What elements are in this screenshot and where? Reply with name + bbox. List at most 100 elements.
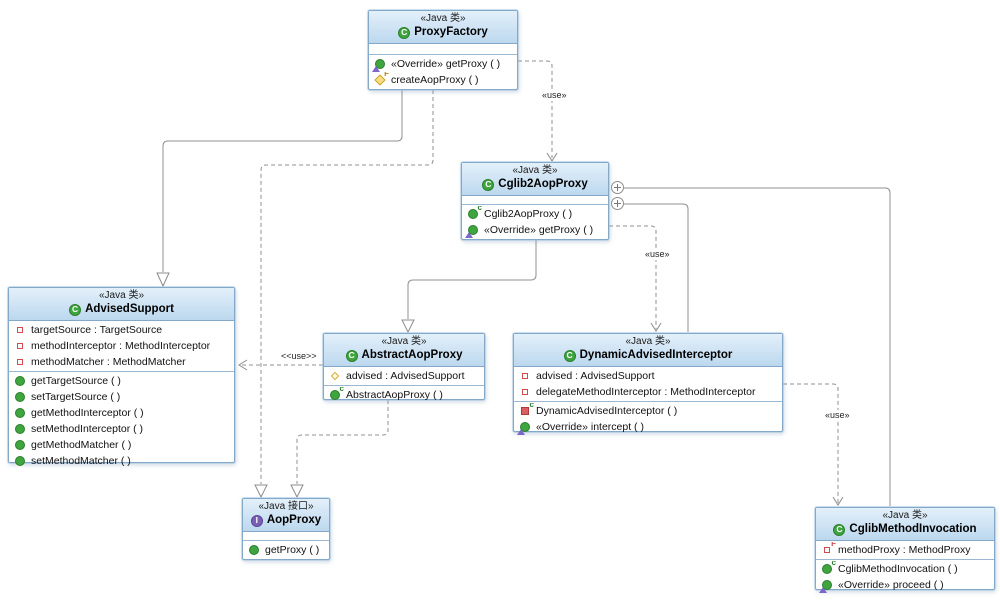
override-method-icon xyxy=(465,224,479,238)
field-row[interactable]: advised : AdvisedSupport xyxy=(514,368,782,384)
methods-section: Cglib2AopProxy ( ) «Override» getProxy (… xyxy=(462,205,608,239)
methods-section: getTargetSource ( ) setTargetSource ( ) … xyxy=(9,372,234,470)
class-box-proxyfactory[interactable]: «Java 类» ProxyFactory «Override» getProx… xyxy=(368,10,518,90)
private-field-icon xyxy=(14,356,26,368)
method-label: setTargetSource ( ) xyxy=(31,391,121,403)
edge-label-use: <<use>> xyxy=(280,351,318,362)
class-stereotype: «Java 类» xyxy=(420,13,466,24)
method-label: Cglib2AopProxy ( ) xyxy=(484,208,573,220)
expand-edge-button[interactable] xyxy=(611,197,624,210)
class-name: AdvisedSupport xyxy=(85,303,174,315)
method-row[interactable]: setMethodMatcher ( ) xyxy=(9,453,234,469)
class-header: «Java 类» Cglib2AopProxy xyxy=(462,163,608,196)
method-row[interactable]: createAopProxy ( ) xyxy=(369,72,517,88)
expand-edge-button[interactable] xyxy=(611,181,624,194)
method-label: CglibMethodInvocation ( ) xyxy=(838,563,958,575)
class-box-cglib2aopproxy[interactable]: «Java 类» Cglib2AopProxy Cglib2AopProxy (… xyxy=(461,162,609,240)
class-icon xyxy=(69,303,82,316)
method-row[interactable]: «Override» getProxy ( ) xyxy=(369,56,517,72)
class-box-aopproxy[interactable]: «Java 接口» AopProxy getProxy ( ) xyxy=(242,498,330,560)
method-row[interactable]: DynamicAdvisedInterceptor ( ) xyxy=(514,403,782,419)
method-row[interactable]: getProxy ( ) xyxy=(243,542,329,558)
class-icon xyxy=(345,349,358,362)
method-row[interactable]: getTargetSource ( ) xyxy=(9,373,234,389)
private-field-icon xyxy=(14,324,26,336)
method-label: «Override» getProxy ( ) xyxy=(484,224,594,236)
method-label: getMethodMatcher ( ) xyxy=(31,439,132,451)
fields-section-empty xyxy=(243,532,329,541)
edge-proxyfactory-uses-cglib2aopproxy xyxy=(518,60,553,158)
public-method-icon xyxy=(14,439,26,451)
class-box-dynamicadvisedinterceptor[interactable]: «Java 类» DynamicAdvisedInterceptor advis… xyxy=(513,333,783,435)
field-row[interactable]: methodInterceptor : MethodInterceptor xyxy=(9,338,234,354)
edge-proxyfactory-to-aopproxy xyxy=(260,90,434,484)
method-row[interactable]: setTargetSource ( ) xyxy=(9,389,234,405)
method-label: setMethodMatcher ( ) xyxy=(31,455,131,467)
method-label: getTargetSource ( ) xyxy=(31,375,121,387)
edge-cglib2aopproxy-to-dynamicadvisedinterceptor xyxy=(624,203,689,332)
method-row[interactable]: «Override» getProxy ( ) xyxy=(462,222,608,238)
methods-section: CglibMethodInvocation ( ) «Override» pro… xyxy=(816,560,994,594)
class-header: «Java 类» AdvisedSupport xyxy=(9,288,234,321)
edge-interceptor-uses-invocation xyxy=(783,383,839,503)
private-constructor-icon xyxy=(519,403,534,417)
class-icon xyxy=(833,523,846,536)
class-header: «Java 接口» AopProxy xyxy=(243,499,329,532)
method-label: createAopProxy ( ) xyxy=(391,74,479,86)
class-header: «Java 类» AbstractAopProxy xyxy=(324,334,484,367)
method-row[interactable]: AbstractAopProxy ( ) xyxy=(324,387,484,403)
methods-section: «Override» getProxy ( ) createAopProxy (… xyxy=(369,55,517,89)
public-method-icon xyxy=(14,455,26,467)
edge-cglib2aopproxy-extends-abstractaopproxy xyxy=(407,240,537,319)
override-method-icon xyxy=(517,421,531,435)
method-label: setMethodInterceptor ( ) xyxy=(31,423,144,435)
class-name: CglibMethodInvocation xyxy=(849,523,977,535)
class-box-cglibmethodinvocation[interactable]: «Java 类» CglibMethodInvocation methodPro… xyxy=(815,507,995,593)
open-arrowhead xyxy=(832,496,844,506)
open-arrowhead xyxy=(546,152,558,162)
method-label: «Override» proceed ( ) xyxy=(838,579,944,591)
method-row[interactable]: «Override» intercept ( ) xyxy=(514,419,782,435)
field-row[interactable]: targetSource : TargetSource xyxy=(9,322,234,338)
method-row[interactable]: «Override» proceed ( ) xyxy=(816,577,994,593)
class-stereotype: «Java 类» xyxy=(381,336,427,347)
hollow-triangle-arrowhead xyxy=(401,319,415,334)
field-row[interactable]: methodMatcher : MethodMatcher xyxy=(9,354,234,370)
class-stereotype: «Java 类» xyxy=(98,290,145,301)
field-row[interactable]: advised : AdvisedSupport xyxy=(324,368,484,384)
field-row[interactable]: delegateMethodInterceptor : MethodInterc… xyxy=(514,384,782,400)
field-label: advised : AdvisedSupport xyxy=(346,370,465,382)
class-stereotype: «Java 接口» xyxy=(258,501,314,512)
public-method-icon xyxy=(14,375,26,387)
class-name: AbstractAopProxy xyxy=(361,349,463,361)
class-stereotype: «Java 类» xyxy=(512,165,558,176)
hollow-triangle-arrowhead xyxy=(156,272,170,288)
field-row[interactable]: methodProxy : MethodProxy xyxy=(816,542,994,558)
class-name: DynamicAdvisedInterceptor xyxy=(579,349,733,361)
class-icon xyxy=(563,349,576,362)
method-row[interactable]: CglibMethodInvocation ( ) xyxy=(816,561,994,577)
protected-field-icon xyxy=(329,370,341,382)
class-box-advisedsupport[interactable]: «Java 类» AdvisedSupport targetSource : T… xyxy=(8,287,235,467)
method-row[interactable]: setMethodInterceptor ( ) xyxy=(9,421,234,437)
public-method-icon xyxy=(14,423,26,435)
field-label: delegateMethodInterceptor : MethodInterc… xyxy=(536,386,756,398)
method-label: getProxy ( ) xyxy=(265,544,320,556)
final-method-icon xyxy=(374,72,389,86)
method-label: DynamicAdvisedInterceptor ( ) xyxy=(536,405,678,417)
field-label: methodInterceptor : MethodInterceptor xyxy=(31,340,211,352)
fields-section: advised : AdvisedSupport delegateMethodI… xyxy=(514,367,782,402)
method-row[interactable]: getMethodInterceptor ( ) xyxy=(9,405,234,421)
class-box-abstractaopproxy[interactable]: «Java 类» AbstractAopProxy advised : Advi… xyxy=(323,333,485,403)
methods-section: getProxy ( ) xyxy=(243,541,329,559)
class-header: «Java 类» DynamicAdvisedInterceptor xyxy=(514,334,782,367)
method-label: «Override» getProxy ( ) xyxy=(391,58,501,70)
fields-section-empty xyxy=(369,44,517,55)
edge-cglib2aopproxy-uses-interceptor xyxy=(609,225,657,329)
class-header: «Java 类» ProxyFactory xyxy=(369,11,517,44)
class-stereotype: «Java 类» xyxy=(882,510,928,521)
method-row[interactable]: Cglib2AopProxy ( ) xyxy=(462,206,608,222)
method-row[interactable]: getMethodMatcher ( ) xyxy=(9,437,234,453)
fields-section: targetSource : TargetSource methodInterc… xyxy=(9,321,234,372)
